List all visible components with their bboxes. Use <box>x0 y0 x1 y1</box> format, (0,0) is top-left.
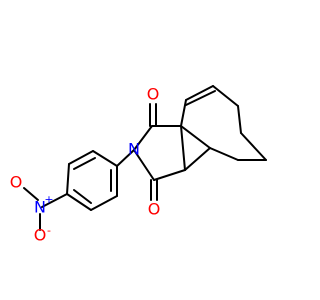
atom-charge-plus: + <box>44 193 53 206</box>
bond <box>66 193 92 211</box>
bond <box>73 157 96 170</box>
atom-oxygen-top: O <box>147 85 160 104</box>
bond <box>209 147 239 161</box>
bond <box>133 149 155 181</box>
molecule-canvas: O O N N + O O - <box>9 84 267 245</box>
atom-nitrogen-imide: N <box>128 140 140 159</box>
atom-oxygen-bottom: O <box>148 200 161 219</box>
bond <box>185 85 214 101</box>
bond <box>185 90 216 106</box>
bond <box>180 99 187 127</box>
bond <box>23 187 39 201</box>
bond <box>66 163 70 195</box>
atom-oxygen-nitro-top: O <box>10 173 23 192</box>
bond <box>92 150 118 167</box>
bond <box>73 189 92 204</box>
bond <box>180 125 211 149</box>
bond <box>180 125 186 171</box>
atom-oxygen-nitro-bottom: O <box>34 226 47 245</box>
bond <box>237 105 242 134</box>
bond <box>68 150 94 165</box>
bond <box>212 85 239 107</box>
bond <box>153 169 186 181</box>
bond <box>133 125 153 151</box>
bond <box>184 147 211 171</box>
atom-charge-minus: - <box>47 224 51 237</box>
bond <box>240 132 267 161</box>
molecule-diagram: O O N N + O O - <box>10 85 267 245</box>
bond <box>116 149 135 167</box>
bond <box>41 193 68 208</box>
bond <box>90 195 118 211</box>
atom-nitrogen-nitro: N <box>34 198 46 217</box>
